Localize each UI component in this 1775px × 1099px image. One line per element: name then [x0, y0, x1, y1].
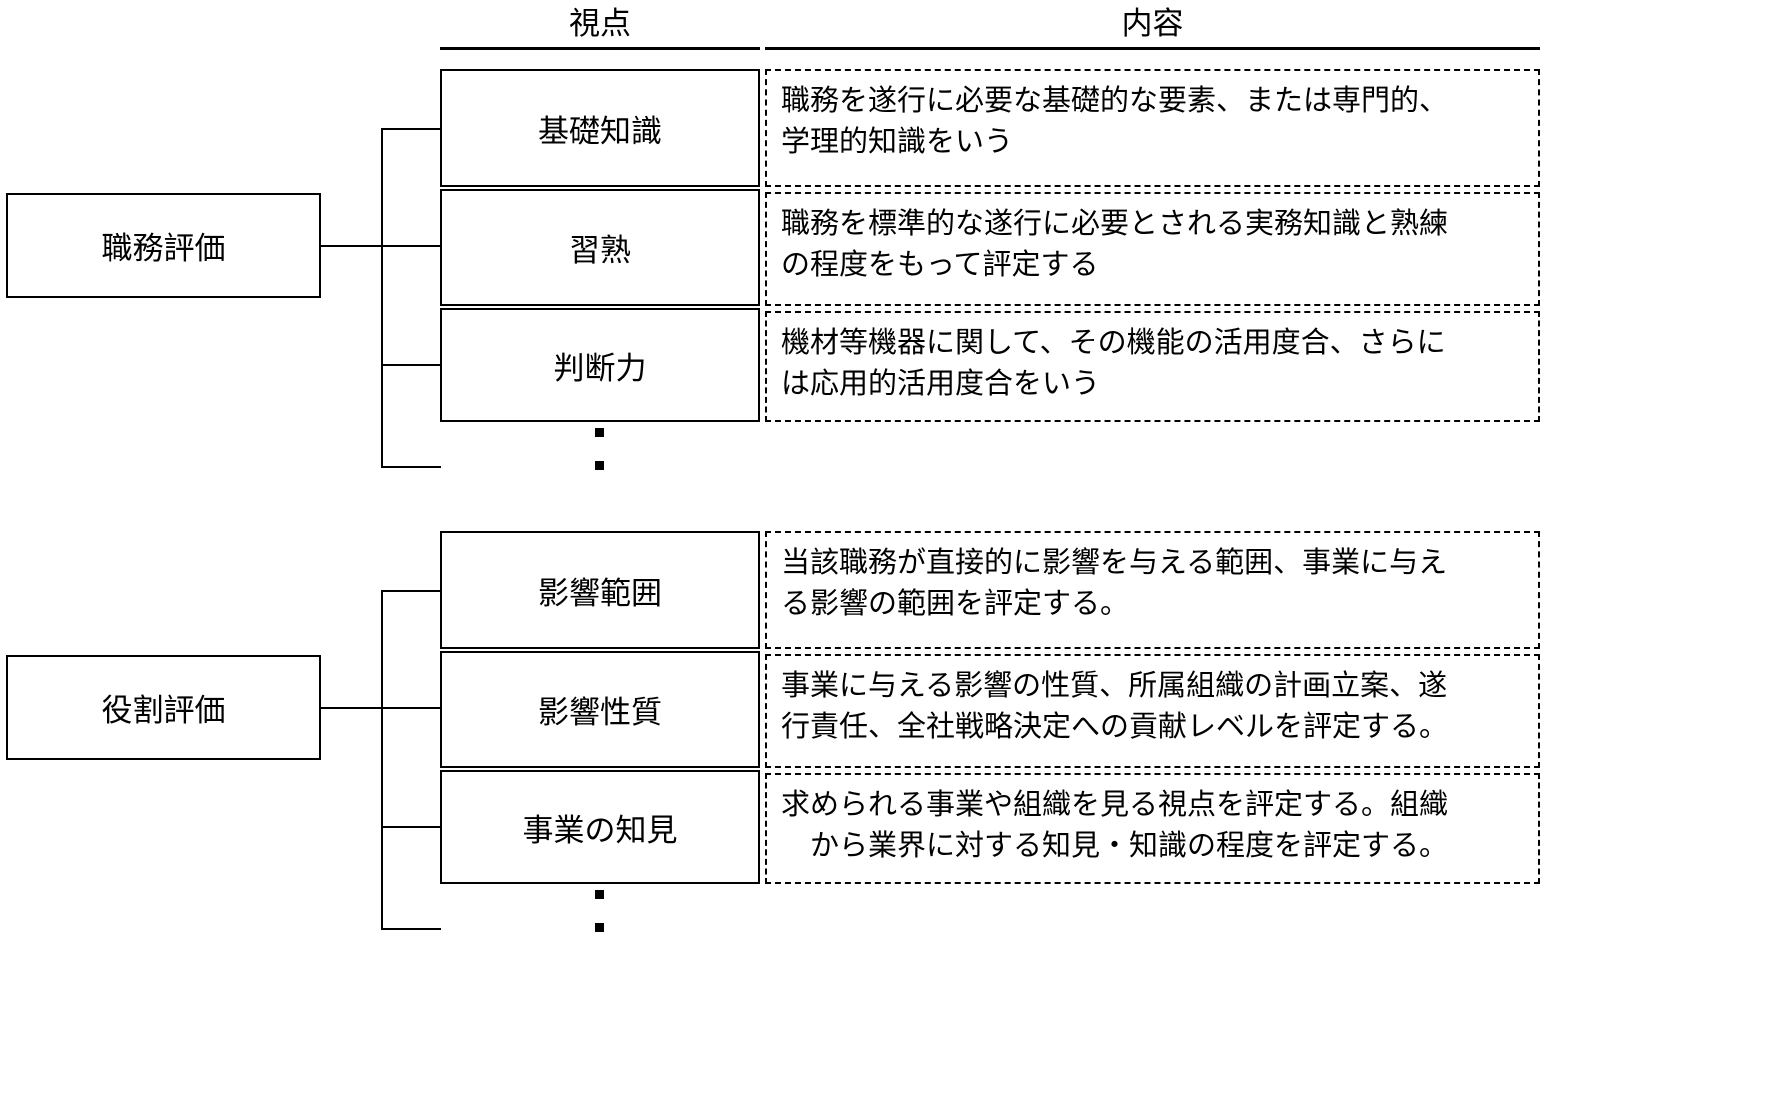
more-items-ellipsis-1: [593, 428, 605, 470]
viewpoint-label: 基礎知識: [538, 113, 662, 149]
viewpoint-box-2-3: 事業の知見: [440, 770, 760, 884]
connector-branch-2-4: [381, 928, 441, 930]
content-line: 学理的知識をいう: [781, 126, 1014, 159]
content-line: 事業に与える影響の性質、所属組織の計画立案、遂: [781, 670, 1448, 702]
content-line: 職務を遂行に必要な基礎的な要素、または専門的、: [781, 85, 1449, 117]
connector-branch-1-3: [381, 364, 441, 366]
connector-spine-2: [381, 590, 383, 928]
column-header-content-rule: [765, 47, 1540, 50]
content-line: 機材等機器に関して、その機能の活用度合、さらに: [781, 327, 1446, 359]
viewpoint-label: 影響性質: [538, 695, 662, 730]
root-box-section-2: 役割評価: [6, 655, 321, 760]
viewpoint-box-1-2: 習熟: [440, 189, 760, 306]
connector-root-1-trunk: [321, 245, 381, 247]
content-line: 行責任、全社戦略決定への貢献レベルを評定する。: [781, 711, 1449, 744]
viewpoint-box-2-2: 影響性質: [440, 651, 760, 768]
viewpoint-box-1-3: 判断力: [440, 308, 760, 422]
connector-branch-1-1: [381, 128, 441, 130]
content-box-1-3: 機材等機器に関して、その機能の活用度合、さらに は応用的活用度合をいう: [765, 311, 1540, 422]
root-box-label: 役割評価: [101, 693, 226, 728]
content-line: る影響の範囲を評定する。: [781, 588, 1130, 621]
ellipsis-dot: [594, 923, 604, 932]
column-header-viewpoint: 視点: [569, 6, 631, 41]
root-box-section-1: 職務評価: [6, 193, 321, 298]
content-box-2-2: 事業に与える影響の性質、所属組織の計画立案、遂 行責任、全社戦略決定への貢献レベ…: [765, 654, 1540, 768]
column-header-content: 内容: [1121, 6, 1184, 41]
connector-root-2-trunk: [321, 707, 381, 709]
content-box-2-3: 求められる事業や組織を見る視点を評定する。組織 から業界に対する知見・知識の程度…: [765, 773, 1540, 884]
viewpoint-label: 事業の知見: [522, 812, 678, 848]
connector-branch-1-2: [381, 245, 441, 247]
content-line: 当該職務が直接的に影響を与える範囲、事業に与え: [781, 547, 1448, 579]
connector-branch-1-4: [381, 466, 441, 468]
viewpoint-box-1-1: 基礎知識: [440, 69, 760, 187]
viewpoint-label: 判断力: [553, 350, 647, 386]
connector-spine-1: [381, 128, 383, 466]
ellipsis-dot: [594, 461, 604, 470]
content-box-1-1: 職務を遂行に必要な基礎的な要素、または専門的、 学理的知識をいう: [765, 69, 1540, 187]
column-header-viewpoint-rule: [440, 47, 760, 50]
viewpoint-label: 習熟: [569, 233, 631, 268]
connector-branch-2-1: [381, 590, 441, 592]
content-line: 職務を標準的な遂行に必要とされる実務知識と熟練: [781, 208, 1449, 240]
content-line: 求められる事業や組織を見る視点を評定する。組織: [781, 789, 1449, 821]
viewpoint-box-2-1: 影響範囲: [440, 531, 760, 649]
connector-branch-2-2: [381, 707, 441, 709]
content-line: の程度をもって評定する: [781, 249, 1099, 282]
root-box-label: 職務評価: [101, 231, 226, 266]
content-box-1-2: 職務を標準的な遂行に必要とされる実務知識と熟練 の程度をもって評定する: [765, 192, 1540, 306]
viewpoint-label: 影響範囲: [538, 575, 662, 611]
more-items-ellipsis-2: [593, 890, 605, 932]
content-line: から業界に対する知見・知識の程度を評定する。: [781, 830, 1449, 863]
ellipsis-dot: [594, 890, 604, 899]
connector-branch-2-3: [381, 826, 441, 828]
ellipsis-dot: [594, 428, 604, 437]
content-box-2-1: 当該職務が直接的に影響を与える範囲、事業に与え る影響の範囲を評定する。: [765, 531, 1540, 649]
content-line: は応用的活用度合をいう: [781, 368, 1101, 401]
